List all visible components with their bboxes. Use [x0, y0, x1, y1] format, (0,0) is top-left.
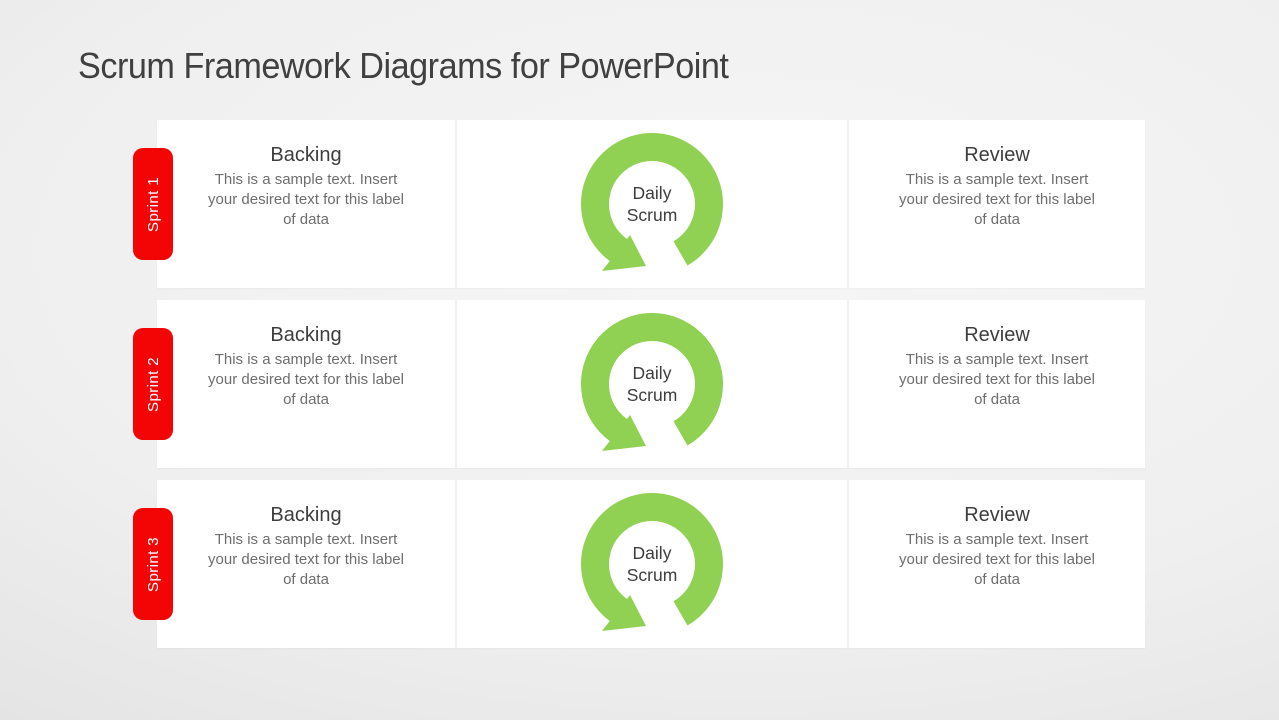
daily-scrum-loop: Daily Scrum: [577, 129, 727, 279]
circular-arrow-icon: [581, 493, 723, 631]
sprint-row-2: Sprint 2 Backing This is a sample text. …: [133, 300, 1145, 468]
daily-scrum-label-line: Scrum: [626, 205, 678, 225]
sprint-rows-container: Sprint 1 Backing This is a sample text. …: [133, 120, 1145, 660]
review-body: This is a sample text. Insert your desir…: [849, 350, 1145, 410]
review-body: This is a sample text. Insert your desir…: [849, 530, 1145, 590]
daily-scrum-cell: Daily Scrum: [455, 120, 849, 288]
review-body-line: your desired text for this label: [899, 371, 1095, 388]
daily-scrum-label: Daily Scrum: [577, 309, 727, 459]
sprint-2-tab-label: Sprint 2: [144, 356, 162, 412]
review-heading: Review: [964, 144, 1030, 166]
backing-body: This is a sample text. Insert your desir…: [157, 170, 455, 230]
review-body-line: your desired text for this label: [899, 551, 1095, 568]
sprint-row-1: Sprint 1 Backing This is a sample text. …: [133, 120, 1145, 288]
backing-heading: Backing: [270, 504, 342, 526]
backing-body-line: your desired text for this label: [208, 191, 404, 208]
backing-cell: Backing This is a sample text. Insert yo…: [157, 480, 455, 648]
daily-scrum-label: Daily Scrum: [577, 129, 727, 279]
review-body-line: This is a sample text. Insert: [905, 531, 1089, 548]
review-body: This is a sample text. Insert your desir…: [849, 170, 1145, 230]
sprint-1-card: Backing This is a sample text. Insert yo…: [157, 120, 1145, 288]
sprint-3-tab-label: Sprint 3: [144, 536, 162, 592]
backing-cell: Backing This is a sample text. Insert yo…: [157, 300, 455, 468]
backing-body-line: This is a sample text. Insert: [214, 531, 398, 548]
daily-scrum-loop: Daily Scrum: [577, 309, 727, 459]
sprint-1-tab: Sprint 1: [133, 148, 173, 260]
backing-body-line: your desired text for this label: [208, 551, 404, 568]
daily-scrum-loop: Daily Scrum: [577, 489, 727, 639]
daily-scrum-label-line: Daily: [632, 543, 672, 563]
slide-title: Scrum Framework Diagrams for PowerPoint: [78, 45, 729, 86]
backing-heading: Backing: [270, 144, 342, 166]
review-body-line: of data: [974, 391, 1020, 408]
daily-scrum-label-line: Scrum: [626, 565, 678, 585]
circular-arrow-icon: [581, 133, 723, 271]
backing-body-line: of data: [283, 391, 329, 408]
backing-body-line: This is a sample text. Insert: [214, 351, 398, 368]
sprint-row-3: Sprint 3 Backing This is a sample text. …: [133, 480, 1145, 648]
review-heading: Review: [964, 504, 1030, 526]
daily-scrum-label: Daily Scrum: [577, 489, 727, 639]
backing-body-line: This is a sample text. Insert: [214, 171, 398, 188]
daily-scrum-cell: Daily Scrum: [455, 480, 849, 648]
sprint-2-card: Backing This is a sample text. Insert yo…: [157, 300, 1145, 468]
review-body-line: This is a sample text. Insert: [905, 171, 1089, 188]
backing-body: This is a sample text. Insert your desir…: [157, 530, 455, 590]
review-cell: Review This is a sample text. Insert you…: [849, 300, 1145, 468]
sprint-3-tab: Sprint 3: [133, 508, 173, 620]
review-body-line: This is a sample text. Insert: [905, 351, 1089, 368]
sprint-1-tab-label: Sprint 1: [144, 176, 162, 232]
daily-scrum-cell: Daily Scrum: [455, 300, 849, 468]
review-body-line: of data: [974, 571, 1020, 588]
review-heading: Review: [964, 324, 1030, 346]
review-cell: Review This is a sample text. Insert you…: [849, 480, 1145, 648]
sprint-3-card: Backing This is a sample text. Insert yo…: [157, 480, 1145, 648]
backing-body-line: your desired text for this label: [208, 371, 404, 388]
review-cell: Review This is a sample text. Insert you…: [849, 120, 1145, 288]
backing-body-line: of data: [283, 211, 329, 228]
daily-scrum-label-line: Scrum: [626, 385, 678, 405]
backing-body: This is a sample text. Insert your desir…: [157, 350, 455, 410]
daily-scrum-label-line: Daily: [632, 363, 672, 383]
backing-body-line: of data: [283, 571, 329, 588]
sprint-2-tab: Sprint 2: [133, 328, 173, 440]
circular-arrow-icon: [581, 313, 723, 451]
daily-scrum-label-line: Daily: [632, 183, 672, 203]
review-body-line: your desired text for this label: [899, 191, 1095, 208]
backing-heading: Backing: [270, 324, 342, 346]
backing-cell: Backing This is a sample text. Insert yo…: [157, 120, 455, 288]
review-body-line: of data: [974, 211, 1020, 228]
